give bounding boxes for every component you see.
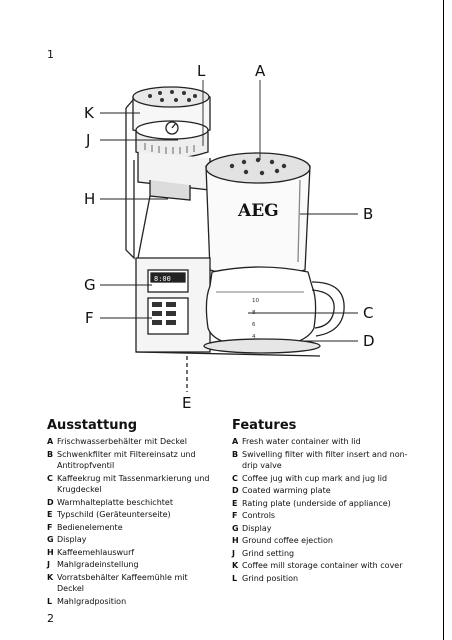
callout-D: D [363, 332, 375, 350]
callout-F: F [85, 309, 94, 327]
water-tank-lid-dots [229, 157, 287, 176]
warming-plate [203, 338, 321, 354]
cup-mark: 10 [252, 298, 259, 304]
machine-column [125, 108, 135, 260]
page-edge-line [443, 0, 444, 640]
callout-B: B [363, 205, 374, 223]
callout-J: J [86, 131, 91, 149]
features-heading: Features [232, 418, 297, 433]
brand-logo: AEG [237, 201, 279, 221]
jug-handle [311, 281, 345, 337]
callout-L: L [197, 62, 206, 80]
coffee-jug [205, 266, 317, 349]
callout-E: E [182, 394, 192, 412]
callout-G: G [84, 276, 96, 294]
ausstattung-heading: Ausstattung [47, 418, 138, 433]
page-number-top: 1 [47, 48, 54, 61]
callout-C: C [363, 304, 374, 322]
display-readout: 8:00 [154, 275, 171, 283]
cup-mark: 6 [252, 322, 256, 328]
bean-container-dots [148, 90, 197, 102]
page-number-bottom: 2 [47, 612, 54, 625]
coffee-machine-illustration: AEG 8:00 10 8 6 4 [100, 80, 358, 392]
cup-mark: 4 [252, 334, 256, 340]
callout-K: K [84, 104, 94, 122]
callout-H: H [84, 190, 96, 208]
callout-A: A [255, 62, 266, 80]
